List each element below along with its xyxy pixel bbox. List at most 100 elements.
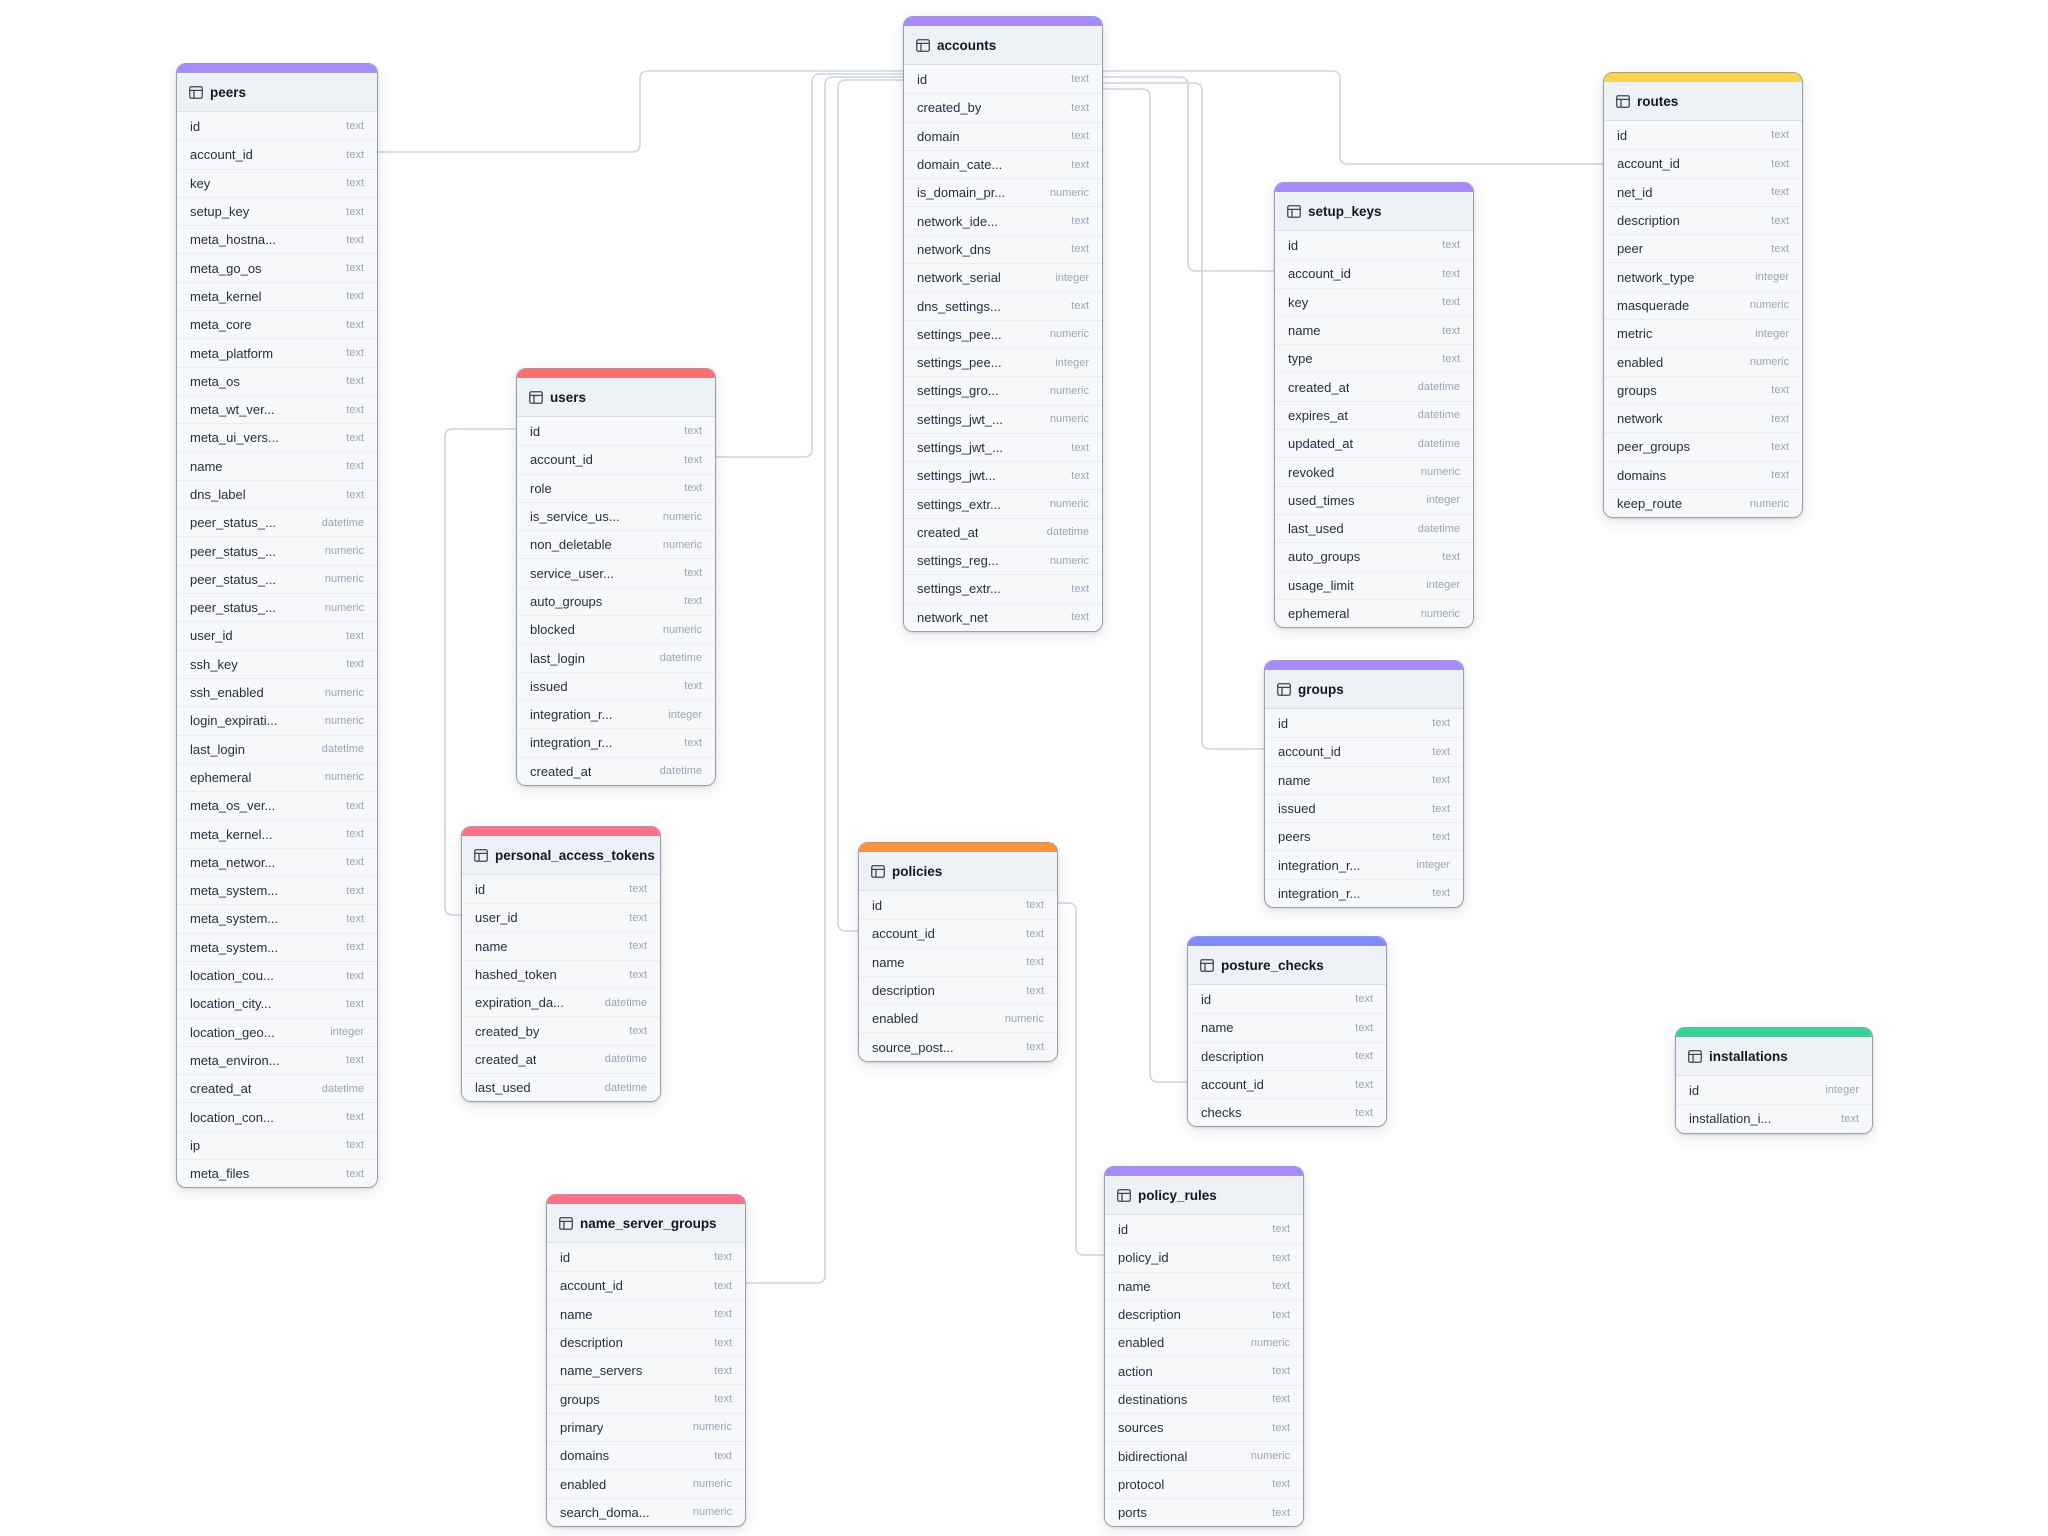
field-name: dns_label bbox=[190, 487, 246, 502]
table-header[interactable]: posture_checks bbox=[1188, 946, 1386, 985]
table-card-posture_checks[interactable]: posture_checks id text name text descrip… bbox=[1187, 936, 1387, 1128]
field-name: key bbox=[190, 175, 211, 191]
table-header[interactable]: personal_access_tokens bbox=[462, 836, 660, 875]
field-name: location_geo... bbox=[190, 1024, 275, 1040]
table-rows: id text policy_id text name text descrip… bbox=[1105, 1215, 1303, 1527]
field-row: location_geo... integer bbox=[177, 1017, 377, 1046]
field-name: integration_r... bbox=[1278, 885, 1361, 901]
field-row: source_post... text bbox=[859, 1032, 1057, 1061]
field-name: enabled bbox=[1617, 354, 1664, 370]
field-row: account_id text bbox=[859, 919, 1057, 948]
field-name: bidirectional bbox=[1118, 1448, 1188, 1464]
table-header[interactable]: users bbox=[517, 378, 715, 417]
table-accent-bar bbox=[1265, 661, 1463, 670]
field-name: meta_system... bbox=[190, 911, 279, 927]
field-type: text bbox=[346, 460, 364, 473]
table-card-installations[interactable]: installations id integer installation_i.… bbox=[1675, 1027, 1873, 1134]
field-type: datetime bbox=[659, 765, 702, 778]
table-card-accounts[interactable]: accounts id text created_by text domain … bbox=[903, 16, 1103, 632]
field-row: account_id text bbox=[1604, 149, 1802, 178]
field-row: groups text bbox=[547, 1384, 745, 1413]
field-name: last_login bbox=[530, 650, 585, 666]
table-header[interactable]: groups bbox=[1265, 670, 1463, 709]
relationship-wire bbox=[744, 76, 903, 1284]
field-row: metric integer bbox=[1604, 319, 1802, 348]
field-row: id text bbox=[547, 1243, 745, 1272]
field-name: peer_status_... bbox=[190, 515, 276, 531]
table-header[interactable]: name_server_groups bbox=[547, 1204, 745, 1243]
table-name: groups bbox=[1298, 681, 1344, 697]
field-type: text bbox=[1442, 296, 1460, 309]
field-type: numeric bbox=[324, 771, 364, 784]
field-name: description bbox=[1201, 1048, 1264, 1064]
table-header[interactable]: installations bbox=[1676, 1037, 1872, 1076]
field-row: account_id text bbox=[517, 445, 715, 474]
field-name: type bbox=[1288, 351, 1313, 367]
field-name: auto_groups bbox=[1288, 549, 1361, 565]
table-header[interactable]: policies bbox=[859, 852, 1057, 891]
field-type: text bbox=[346, 120, 364, 133]
field-row: meta_go_os text bbox=[177, 253, 377, 282]
field-type: text bbox=[1026, 899, 1044, 912]
field-type: text bbox=[346, 488, 364, 501]
field-name: issued bbox=[1278, 801, 1316, 817]
table-card-setup_keys[interactable]: setup_keys id text account_id text key t… bbox=[1274, 182, 1474, 629]
table-card-groups[interactable]: groups id text account_id text name text… bbox=[1264, 660, 1464, 909]
field-row: enabled numeric bbox=[859, 1004, 1057, 1033]
field-type: text bbox=[346, 290, 364, 303]
field-row: meta_os text bbox=[177, 366, 377, 395]
field-row: created_by text bbox=[462, 1016, 660, 1045]
field-name: meta_system... bbox=[190, 939, 279, 955]
field-row: auto_groups text bbox=[1275, 542, 1473, 571]
field-type: text bbox=[346, 403, 364, 416]
table-icon bbox=[1200, 958, 1214, 972]
field-type: text bbox=[1071, 243, 1089, 256]
field-row: id text bbox=[1265, 709, 1463, 738]
table-header[interactable]: accounts bbox=[904, 26, 1102, 65]
field-row: domains text bbox=[547, 1441, 745, 1470]
field-name: destinations bbox=[1118, 1391, 1188, 1407]
field-name: ssh_enabled bbox=[190, 685, 264, 701]
field-row: location_con... text bbox=[177, 1102, 377, 1131]
table-card-users[interactable]: users id text account_id text role text … bbox=[516, 368, 716, 786]
field-row: meta_core text bbox=[177, 310, 377, 339]
table-icon bbox=[474, 848, 488, 862]
table-header[interactable]: routes bbox=[1604, 82, 1802, 121]
field-name: user_id bbox=[475, 910, 518, 926]
table-card-policy_rules[interactable]: policy_rules id text policy_id text name… bbox=[1104, 1166, 1304, 1528]
field-name: settings_reg... bbox=[917, 553, 999, 569]
field-type: text bbox=[346, 262, 364, 275]
table-header[interactable]: peers bbox=[177, 73, 377, 112]
field-type: text bbox=[346, 1054, 364, 1067]
field-name: groups bbox=[1617, 382, 1657, 398]
field-row: settings_gro... numeric bbox=[904, 376, 1102, 405]
table-card-peers[interactable]: peers id text account_id text key text s… bbox=[176, 63, 378, 1189]
field-type: text bbox=[1442, 352, 1460, 365]
field-type: text bbox=[1771, 186, 1789, 199]
field-type: numeric bbox=[1049, 384, 1089, 397]
field-row: meta_files text bbox=[177, 1158, 377, 1188]
table-rows: id text account_id text key text setup_k… bbox=[177, 112, 377, 1188]
field-row: created_by text bbox=[904, 93, 1102, 122]
field-type: datetime bbox=[1417, 522, 1460, 535]
field-name: account_id bbox=[872, 926, 935, 942]
table-card-routes[interactable]: routes id text account_id text net_id te… bbox=[1603, 72, 1803, 519]
field-name: created_by bbox=[917, 100, 982, 116]
table-card-personal_access_tokens[interactable]: personal_access_tokens id text user_id t… bbox=[461, 826, 661, 1103]
field-row: id integer bbox=[1676, 1076, 1872, 1105]
field-type: text bbox=[1272, 1365, 1290, 1378]
field-row: peer_status_... datetime bbox=[177, 508, 377, 537]
field-row: destinations text bbox=[1105, 1384, 1303, 1414]
field-name: id bbox=[917, 71, 928, 87]
field-name: location_con... bbox=[190, 1109, 274, 1125]
table-header[interactable]: policy_rules bbox=[1105, 1176, 1303, 1215]
table-card-name_server_groups[interactable]: name_server_groups id text account_id te… bbox=[546, 1194, 746, 1527]
table-card-policies[interactable]: policies id text account_id text name te… bbox=[858, 842, 1058, 1062]
field-type: text bbox=[1771, 157, 1789, 170]
field-type: text bbox=[714, 1308, 732, 1321]
field-type: text bbox=[1071, 130, 1089, 143]
field-type: text bbox=[1355, 1050, 1373, 1063]
table-header[interactable]: setup_keys bbox=[1275, 192, 1473, 231]
